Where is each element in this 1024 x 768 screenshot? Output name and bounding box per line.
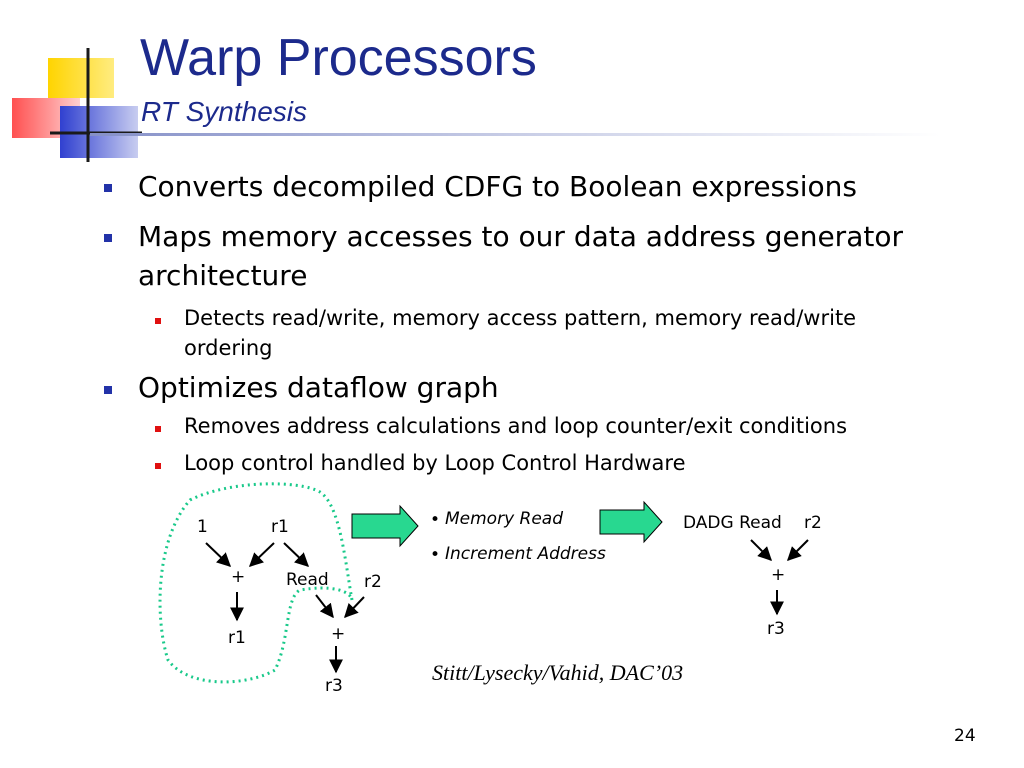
list-bullet: • <box>430 545 441 565</box>
bullet-item: Maps memory accesses to our data address… <box>138 220 903 253</box>
edge-r1-to-read <box>283 542 310 567</box>
sub-bullet-item: Removes address calculations and loop co… <box>184 414 848 438</box>
edge-1-to-plus <box>205 542 232 567</box>
bullet-marker <box>104 184 112 192</box>
node-const-one: 1 <box>197 517 208 537</box>
node-r3-output: r3 <box>325 676 343 696</box>
edge-read-to-plus <box>315 594 334 619</box>
list-item-increment-address: Increment Address <box>445 544 606 564</box>
sub-bullet-item: Detects read/write, memory access patter… <box>184 306 857 330</box>
list-bullet: • <box>430 510 441 530</box>
title-divider <box>90 133 940 136</box>
node-plus-right: + <box>771 565 786 585</box>
node-dadg-read: DADG Read <box>683 513 782 533</box>
slide-logo-graphic <box>12 48 142 162</box>
bullet-item: Converts decompiled CDFG to Boolean expr… <box>138 170 857 203</box>
bullet-item-continuation: architecture <box>138 259 308 292</box>
sub-bullet-item: Loop control handled by Loop Control Har… <box>184 451 686 475</box>
slide-subtitle: RT Synthesis <box>141 96 307 127</box>
edge-r1-to-plus <box>248 542 275 567</box>
sub-bullet-item-continuation: ordering <box>184 336 273 360</box>
citation: Stitt/Lysecky/Vahid, DAC’03 <box>432 660 684 685</box>
node-r2-input: r2 <box>364 572 382 592</box>
transform-arrow-1 <box>351 504 419 548</box>
bullet-item: Optimizes dataflow graph <box>138 371 499 404</box>
bullet-marker <box>104 234 112 242</box>
transform-arrow-2 <box>599 500 663 544</box>
node-r1-input: r1 <box>271 517 289 537</box>
node-read: Read <box>286 570 329 590</box>
list-item-memory-read: Memory Read <box>445 509 564 529</box>
grouping-outline <box>158 482 354 684</box>
node-r1-output: r1 <box>228 628 246 648</box>
node-r2-input-right: r2 <box>804 513 822 533</box>
node-r3-output-right: r3 <box>767 619 785 639</box>
edge-r2-to-plus <box>344 596 365 619</box>
slide-title: Warp Processors <box>140 29 537 87</box>
sub-bullet-marker <box>155 463 161 469</box>
node-plus-1: + <box>231 567 246 587</box>
edge-dadg-to-plus <box>750 539 772 561</box>
bullet-marker <box>104 386 112 394</box>
node-plus-2: + <box>331 624 346 644</box>
sub-bullet-marker <box>155 318 161 324</box>
sub-bullet-marker <box>155 426 161 432</box>
page-number: 24 <box>954 726 976 746</box>
edge-r2-to-plus-right <box>787 539 809 561</box>
